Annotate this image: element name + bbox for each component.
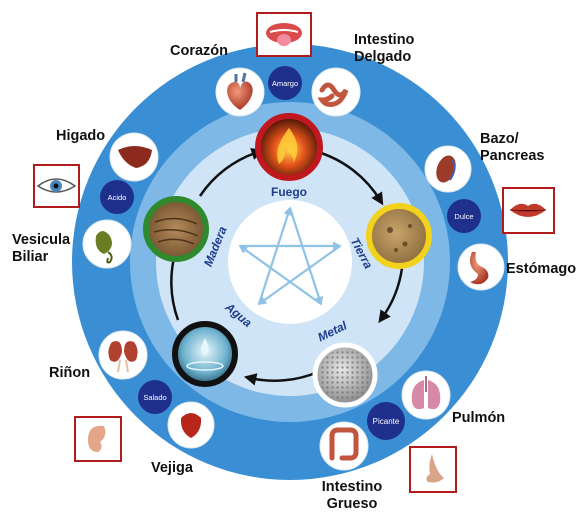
label-estomago: Estómago (506, 261, 577, 277)
label-fuego: Fuego (271, 185, 307, 199)
nose-icon (409, 446, 457, 493)
element-agua (172, 321, 238, 387)
spleen-icon (424, 145, 472, 193)
stomach-icon (457, 243, 505, 291)
small-intestine-icon (311, 67, 361, 117)
pentagram-star (238, 206, 342, 306)
mouth-tongue-icon (256, 12, 312, 57)
flavor-acido: Acido (100, 180, 134, 214)
label-corazon: Corazón (170, 43, 228, 59)
kidney-icon (98, 330, 148, 380)
large-intestine-icon (319, 421, 369, 471)
lips-icon (502, 187, 555, 234)
element-madera (143, 196, 209, 262)
label-intestino-delgado: Intestino Delgado (354, 32, 415, 65)
flame-icon (277, 128, 298, 164)
element-tierra (366, 203, 432, 269)
bladder-icon (167, 401, 215, 449)
lungs-icon (401, 370, 451, 420)
label-higado: Higado (56, 128, 106, 144)
element-fuego (255, 113, 323, 181)
label-rinon: Riñon (49, 365, 91, 381)
label-intestino-grueso: Intestino Grueso (321, 479, 383, 512)
svg-text:Salado: Salado (143, 393, 166, 402)
label-vejiga: Vejiga (151, 460, 193, 476)
flavor-picante: Picante (367, 402, 405, 440)
gallbladder-icon (82, 219, 132, 269)
liver-icon (109, 132, 159, 182)
svg-text:Acido: Acido (108, 193, 127, 202)
label-bazo-pancreas: Bazo/ Pancreas (480, 131, 545, 164)
ear-icon (74, 416, 122, 462)
center-disc (228, 200, 352, 324)
svg-text:Picante: Picante (373, 417, 400, 426)
element-metal (312, 342, 378, 408)
flavor-salado: Salado (138, 380, 172, 414)
flavor-dulce: Dulce (447, 199, 481, 233)
label-vesicula-biliar: Vesicula Biliar (12, 232, 71, 265)
label-pulmon: Pulmón (452, 410, 506, 426)
svg-text:Dulce: Dulce (454, 212, 473, 221)
svg-text:Amargo: Amargo (272, 79, 298, 88)
water-drop-icon (201, 338, 209, 356)
eye-icon (33, 164, 80, 208)
heart-icon (215, 67, 265, 117)
flavor-amargo: Amargo (268, 66, 302, 100)
